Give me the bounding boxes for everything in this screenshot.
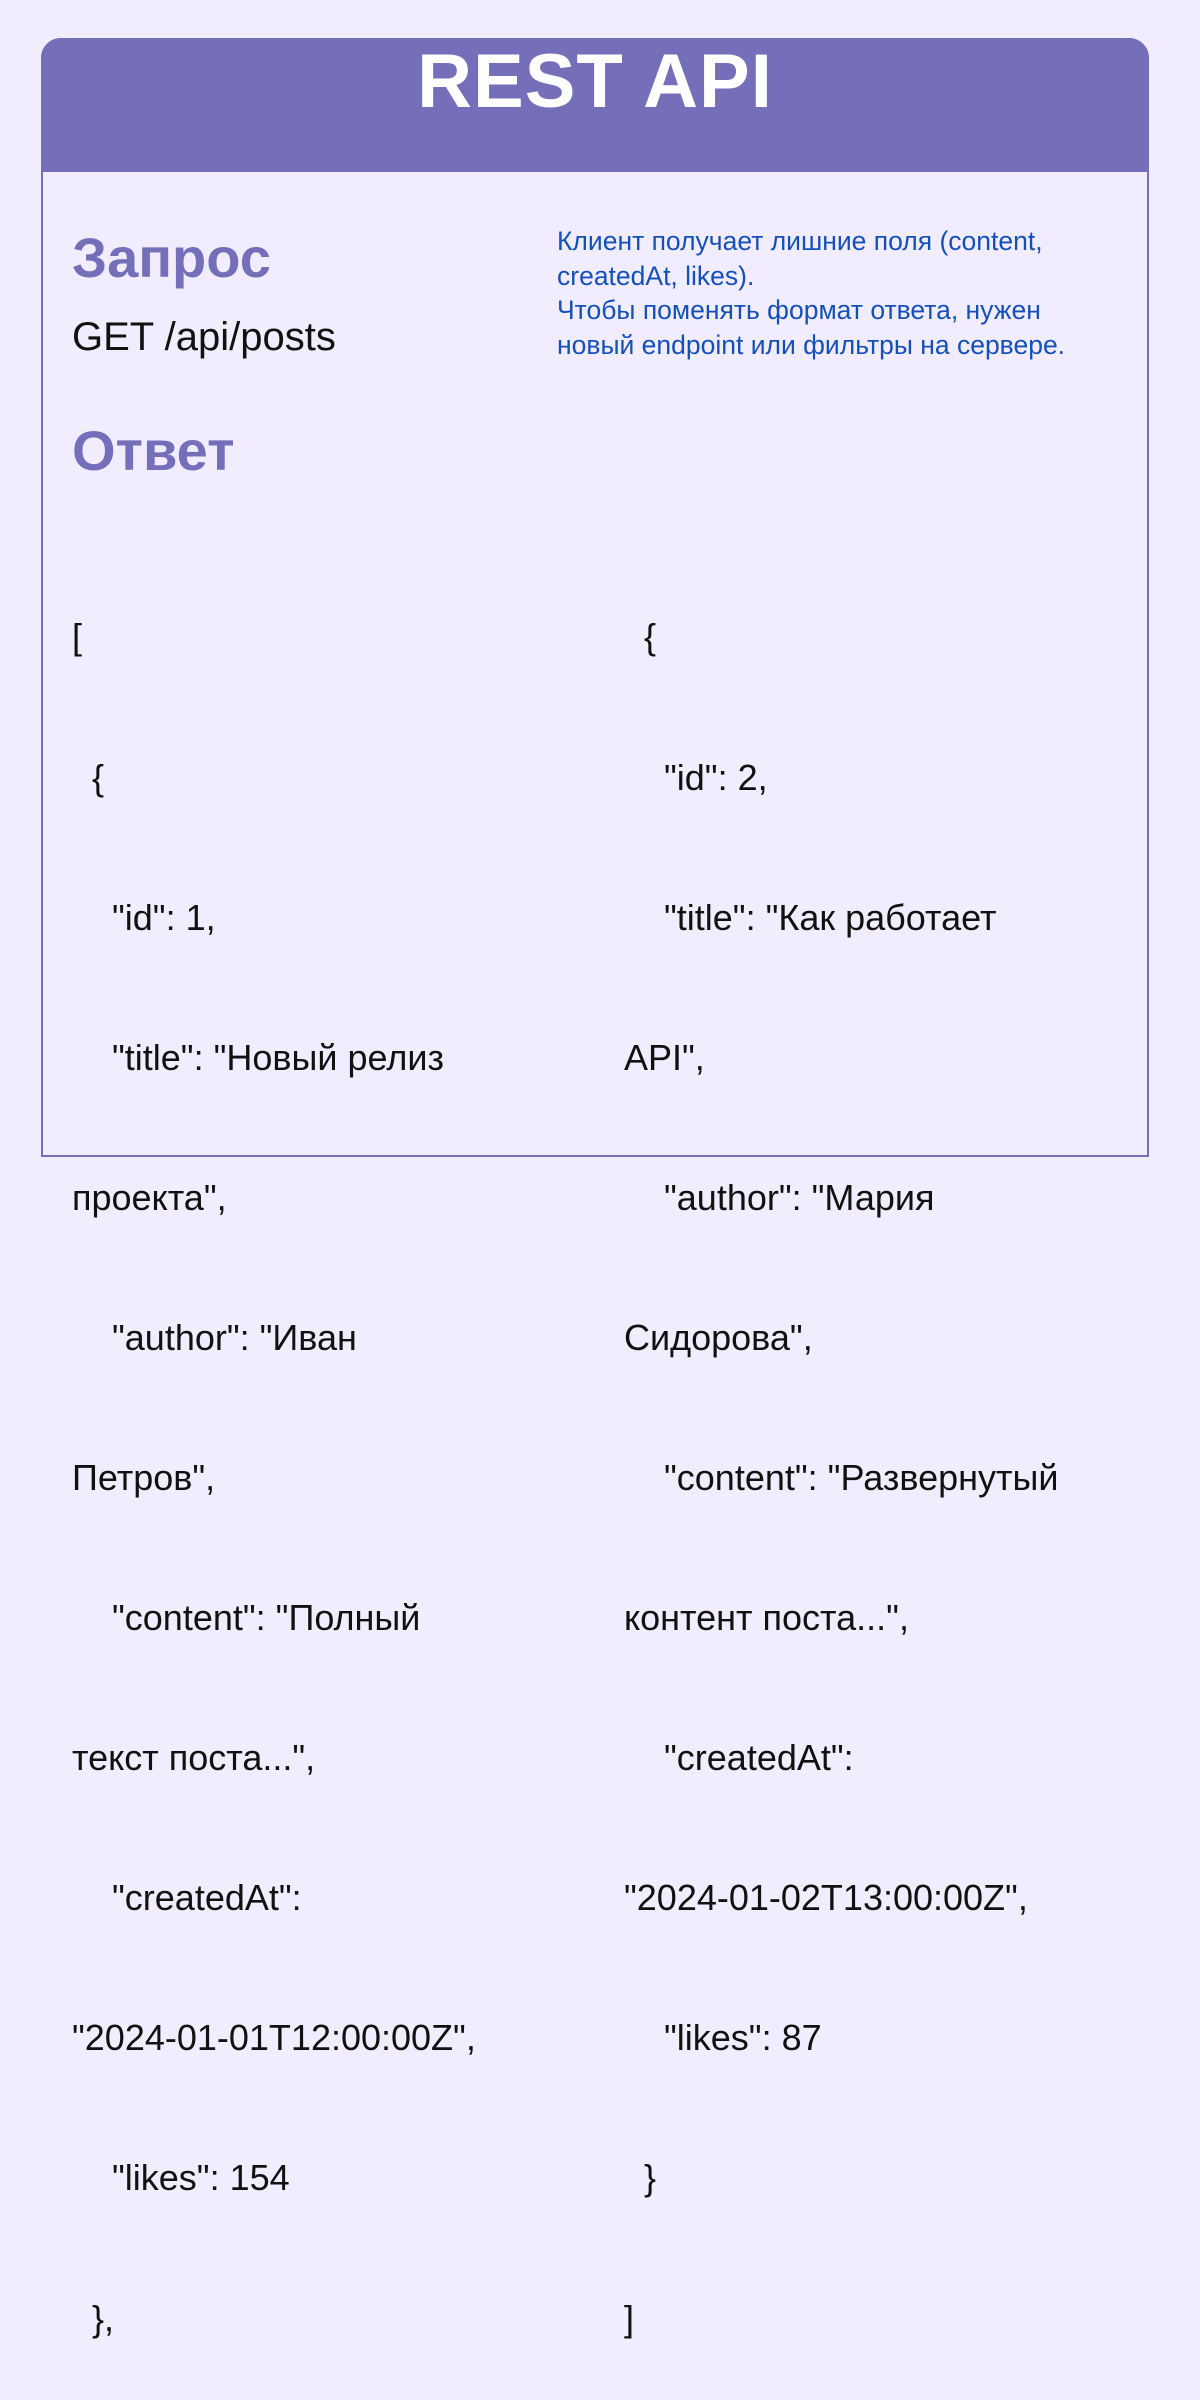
json-line: "createdAt": — [624, 1737, 854, 1779]
json-line: "createdAt": — [72, 1877, 302, 1919]
json-line: "author": "Мария — [624, 1176, 935, 1218]
json-line: API", — [624, 1036, 705, 1078]
note-line: createdAt, likes). — [557, 260, 755, 291]
response-json-right: { "id": 2, "title": "Как работает API", … — [624, 521, 1059, 2400]
json-line: Сидорова", — [624, 1316, 813, 1358]
json-line: "title": "Новый релиз — [72, 1036, 444, 1078]
json-line: Петров", — [72, 1456, 216, 1498]
response-json-left: [ { "id": 1, "title": "Новый релиз проек… — [72, 521, 476, 2400]
rest-api-card: REST API Запрос GET /api/posts Клиент по… — [41, 38, 1149, 2339]
json-line: "id": 1, — [72, 896, 216, 938]
note-line: Чтобы поменять формат ответа, нужен — [557, 295, 1041, 325]
note-line: новый endpoint или фильтры на сервере. — [557, 329, 1066, 360]
json-line: { — [72, 756, 105, 798]
note-text: Клиент получает лишние поля (content, cr… — [557, 224, 1157, 362]
json-line: "title": "Как работает — [624, 896, 997, 938]
json-line: ] — [624, 2297, 635, 2339]
json-line: } — [624, 2157, 657, 2199]
card-title: REST API — [417, 38, 773, 124]
json-line: "likes": 154 — [72, 2157, 290, 2199]
note-line: Клиент получает лишние поля (content, — [557, 226, 1043, 256]
card-header: REST API — [41, 38, 1149, 172]
json-line: текст поста...", — [72, 1737, 316, 1779]
request-line: GET /api/posts — [72, 315, 336, 359]
response-heading: Ответ — [72, 419, 235, 482]
json-line: проекта", — [72, 1176, 227, 1218]
json-line: "content": "Развернутый — [624, 1456, 1059, 1498]
request-heading: Запрос — [72, 226, 271, 289]
json-line: "2024-01-02T13:00:00Z", — [624, 1877, 1028, 1919]
json-line: }, — [72, 2297, 115, 2339]
json-line: "2024-01-01T12:00:00Z", — [72, 2017, 476, 2059]
json-line: "likes": 87 — [624, 2017, 822, 2059]
json-line: "content": "Полный — [72, 1597, 421, 1639]
json-line: "id": 2, — [624, 756, 768, 798]
json-line: "author": "Иван — [72, 1316, 357, 1358]
json-line: { — [624, 616, 657, 658]
json-line: контент поста...", — [624, 1597, 909, 1639]
json-line: [ — [72, 616, 83, 658]
